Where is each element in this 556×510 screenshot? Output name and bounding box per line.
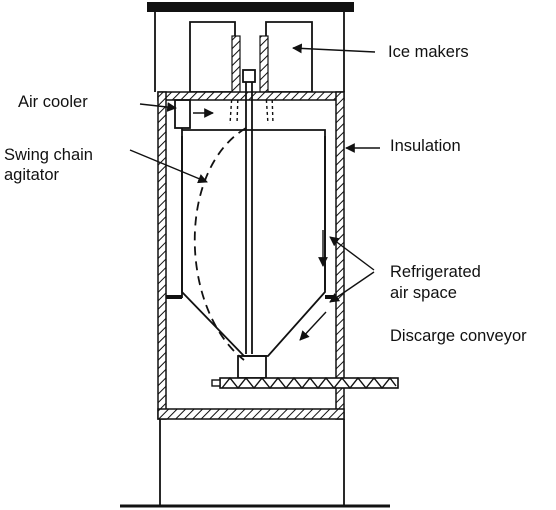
label-swing-chain-1: Swing chain <box>4 146 93 164</box>
swing-chain-path <box>193 127 247 361</box>
label-air-cooler: Air cooler <box>18 93 88 111</box>
label-discharge-conveyor: Discarge conveyor <box>390 327 527 345</box>
label-swing-chain-2: agitator <box>4 166 60 184</box>
ice-maker-right <box>259 21 313 95</box>
leader-refrigerated-2 <box>329 271 375 303</box>
ice-maker-left <box>189 21 241 95</box>
label-refrigerated-1: Refrigerated <box>390 263 481 281</box>
discharge-conveyor <box>211 376 399 390</box>
agitator-shaft <box>245 82 253 354</box>
leader-swing-chain <box>129 149 208 184</box>
leader-ice-makers <box>292 43 376 54</box>
label-insulation: Insulation <box>390 137 461 155</box>
label-ice-makers: Ice makers <box>388 43 469 61</box>
air-flow-arrow-diag <box>299 311 327 341</box>
label-refrigerated-2: air space <box>390 284 457 302</box>
roof-slab <box>147 2 354 12</box>
leader-refrigerated-1 <box>329 236 375 271</box>
air-duct <box>181 128 326 298</box>
agitator-drive <box>242 69 256 83</box>
storage-bin <box>181 136 326 357</box>
insulated-enclosure <box>157 91 345 420</box>
air-cooler-unit <box>174 99 191 129</box>
leader-air-cooler <box>139 102 177 112</box>
